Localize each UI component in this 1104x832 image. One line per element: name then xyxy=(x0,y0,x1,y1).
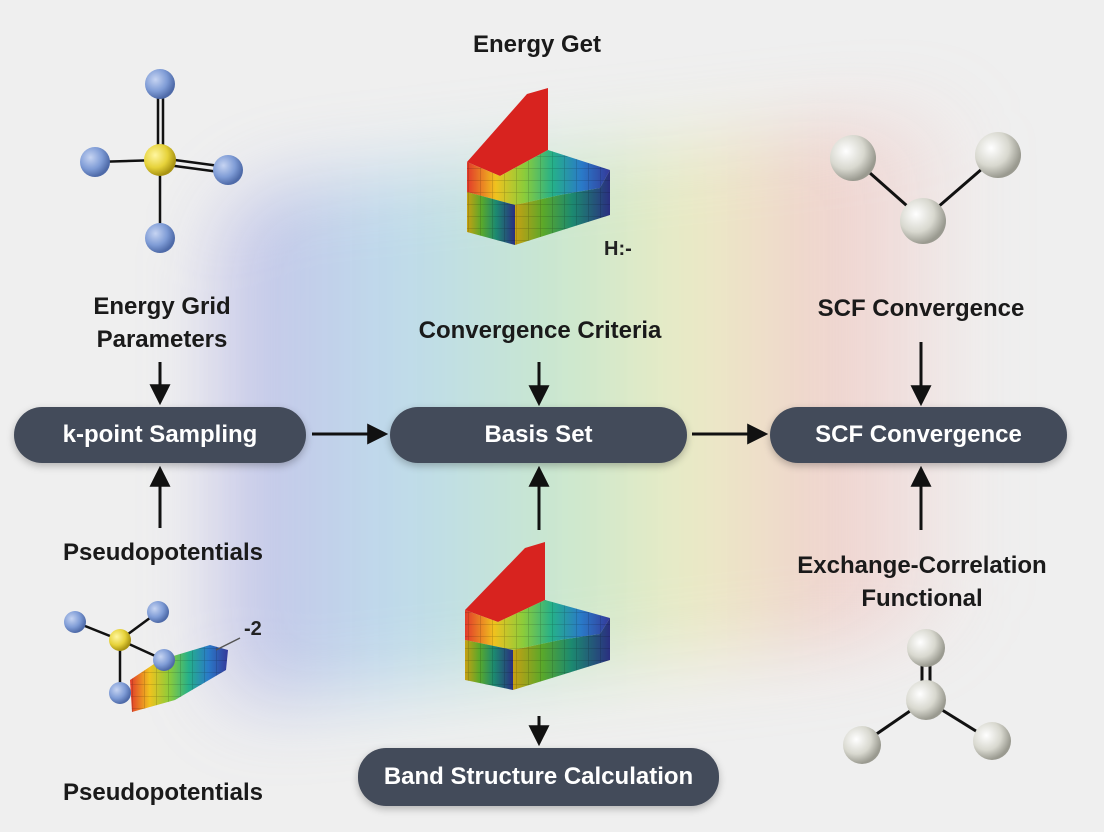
molecule-bottom-left-icon xyxy=(64,601,241,712)
label-pseudopotentials-lower: Pseudopotentials xyxy=(62,779,264,806)
label-energy-grid-line2: Parameters xyxy=(96,326,228,353)
node-band-structure: Band Structure Calculation xyxy=(358,748,719,806)
label-xc-line2: Functional xyxy=(861,585,983,612)
molecule-bottom-right-icon xyxy=(843,629,1011,764)
energy-surface-bottom-icon xyxy=(465,542,610,690)
node-kpoint-sampling: k-point Sampling xyxy=(14,407,306,463)
label-energy-grid-line1: Energy Grid xyxy=(93,293,231,320)
label-energy-grid: Energy Grid Parameters xyxy=(40,290,284,356)
label-convergence-criteria: Convergence Criteria xyxy=(418,317,662,344)
annotation-h: H:- xyxy=(604,238,632,260)
label-exchange-correlation: Exchange-Correlation Functional xyxy=(772,549,1072,615)
molecule-top-left-icon xyxy=(80,69,243,253)
node-scf-convergence: SCF Convergence xyxy=(770,407,1067,463)
label-xc-line1: Exchange-Correlation xyxy=(797,552,1047,579)
node-basis-set: Basis Set xyxy=(390,407,687,463)
annotation-minus-two: -2 xyxy=(244,618,262,640)
label-pseudopotentials-upper: Pseudopotentials xyxy=(62,539,264,566)
molecule-top-right-icon xyxy=(830,132,1021,244)
label-scf-convergence-top: SCF Convergence xyxy=(817,295,1025,322)
energy-surface-top-icon xyxy=(467,88,610,245)
top-title: Energy Get xyxy=(472,31,602,58)
